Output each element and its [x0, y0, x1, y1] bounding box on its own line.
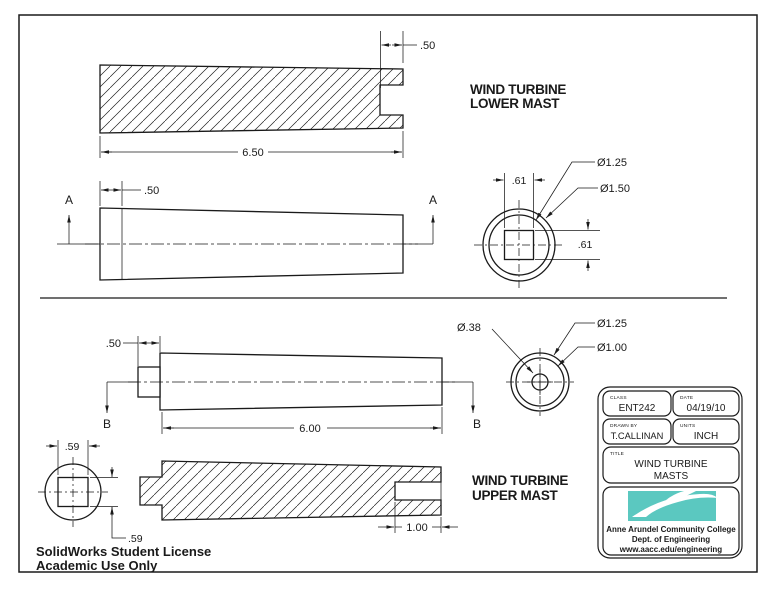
class-label: CLASS — [610, 395, 627, 401]
upper-mast-tenon-end-view: .59 .59 — [38, 440, 143, 545]
sheet-border — [18, 14, 758, 573]
leader-upper-hole-dia — [491, 328, 534, 374]
class-value: ENT242 — [619, 403, 656, 414]
lower-mast-title-line1: WIND TURBINE — [470, 82, 566, 97]
dia-upper-outer: Ø1.25 — [597, 318, 627, 330]
leader-lower-outer-dia — [545, 187, 598, 219]
leader-upper-inner-dia — [557, 346, 595, 367]
dia-lower-inner: Ø1.25 — [597, 157, 627, 169]
lower-mast-side-view: .50 A A — [57, 181, 437, 281]
org-name: Anne Arundel Community College — [606, 525, 736, 534]
lower-mast-end-view: .61 .61 Ø1.25 Ø1.50 — [474, 157, 630, 290]
dim-lower-notch-depth: .50 — [420, 40, 435, 52]
license-line1: SolidWorks Student License — [36, 544, 211, 559]
upper-mast-section-outline — [139, 460, 442, 521]
dia-upper-hole: Ø.38 — [457, 322, 481, 334]
college-logo-swoosh-icon — [632, 493, 718, 517]
dim-upper-length: 6.00 — [299, 423, 320, 435]
leader-lower-inner-dia — [535, 161, 595, 221]
section-label-a-right: A — [429, 193, 437, 207]
upper-mast-side-outline — [159, 352, 443, 411]
section-label-a-left: A — [65, 193, 73, 207]
date-value: 04/19/10 — [687, 403, 726, 414]
title-label: TITLE — [610, 451, 624, 457]
date-label: DATE — [680, 395, 693, 401]
upper-mast-title-line2: UPPER MAST — [472, 488, 559, 503]
license-line2: Academic Use Only — [36, 558, 158, 573]
upper-mast-section-view: 1.00 — [139, 460, 458, 534]
title-value-line2: MASTS — [654, 471, 689, 482]
section-label-b-right: B — [473, 417, 481, 431]
title-block: CLASS ENT242 DATE 04/19/10 DRAWN BY T.CA… — [597, 386, 743, 559]
dim-lower-square-w: .61 — [512, 175, 527, 187]
lower-mast-section-view: .50 6.50 — [99, 31, 435, 159]
dim-upper-square-w: .59 — [65, 441, 80, 453]
drawn-by-value: T.CALLINAN — [611, 431, 664, 441]
units-value: INCH — [694, 431, 718, 442]
section-label-b-left: B — [103, 417, 111, 431]
lower-mast-title-line2: LOWER MAST — [470, 96, 560, 111]
dim-upper-tenon: .50 — [106, 338, 121, 350]
dia-lower-outer: Ø1.50 — [600, 183, 630, 195]
leader-upper-outer-dia — [553, 322, 595, 356]
upper-mast-side-view: .50 6.00 B B — [103, 336, 481, 435]
dim-lower-square-h: .61 — [578, 239, 593, 251]
dim-upper-slot-depth: 1.00 — [406, 522, 427, 534]
units-label: UNITS — [680, 423, 695, 429]
title-value-line1: WIND TURBINE — [634, 459, 707, 470]
title-block-border — [597, 386, 743, 559]
drawn-by-label: DRAWN BY — [610, 423, 638, 429]
upper-mast-end-view: Ø.38 Ø1.25 Ø1.00 — [457, 318, 627, 416]
dim-upper-square-h: .59 — [128, 533, 143, 545]
upper-mast-title-line1: WIND TURBINE — [472, 473, 568, 488]
dia-upper-inner: Ø1.00 — [597, 342, 627, 354]
college-logo-wing-icon — [666, 489, 700, 500]
dim-lower-length: 6.50 — [242, 147, 263, 159]
lower-mast-section-outline — [99, 64, 404, 134]
dim-lower-end-offset: .50 — [144, 185, 159, 197]
org-url: www.aacc.edu/engineering — [619, 545, 723, 554]
org-dept: Dept. of Engineering — [632, 535, 710, 544]
